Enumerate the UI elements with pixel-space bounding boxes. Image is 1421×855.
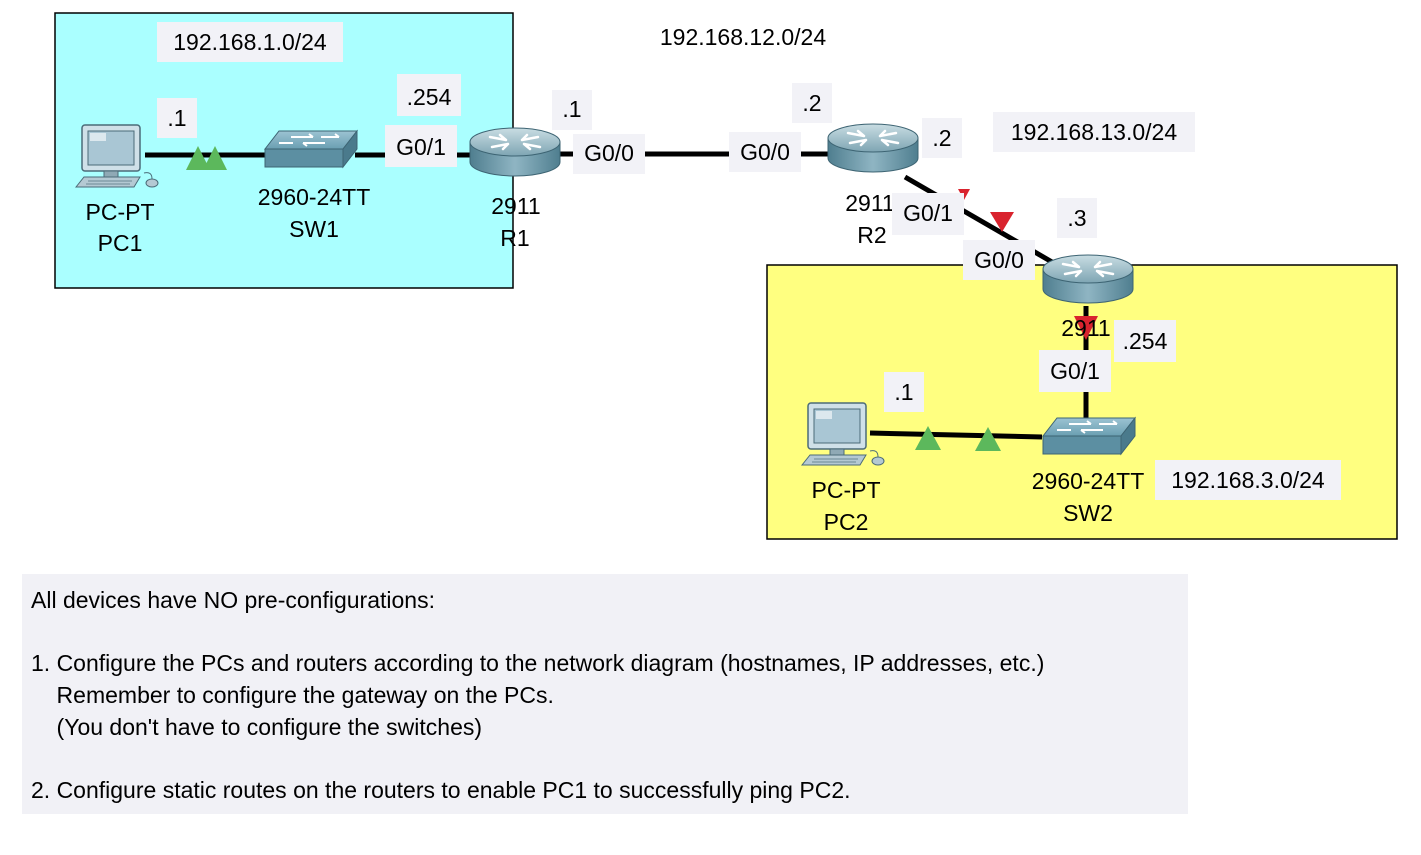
r2-icon[interactable] (826, 122, 920, 174)
sw2-model-label: 2960-24TT (1032, 468, 1145, 494)
r1-name-label: R1 (500, 225, 529, 251)
r1-r2-network-label: 192.168.12.0/24 (660, 24, 826, 50)
pc2-ip-label: .1 (894, 379, 913, 405)
network-diagram: 192.168.1.0/24 192.168.12.0/24 192.168.1… (54, 12, 1398, 540)
r1-g00-ip-label: .1 (562, 96, 581, 122)
instructions-step1-line1: 1. Configure the PCs and routers accordi… (31, 650, 1045, 676)
r3-g00-ip-label: .3 (1067, 205, 1086, 231)
link-pc2-sw2 (869, 430, 1043, 440)
r1-g01-label: G0/1 (396, 134, 446, 160)
link-down-indicator (1074, 316, 1098, 340)
sw2-name-label: SW2 (1063, 500, 1113, 526)
r3-g00-label: G0/0 (974, 247, 1024, 273)
instructions-box: All devices have NO pre-configurations: … (22, 574, 1188, 814)
pc1-model-label: PC-PT (86, 199, 155, 225)
instructions-step2: 2. Configure static routes on the router… (31, 777, 851, 803)
r3-g01-label: G0/1 (1050, 358, 1100, 384)
sw1-name-label: SW1 (289, 216, 339, 242)
sw1-model-label: 2960-24TT (258, 184, 371, 210)
r2-g00-ip-label: .2 (802, 90, 821, 116)
sw1-icon[interactable] (264, 130, 358, 168)
lan3-network-label: 192.168.3.0/24 (1171, 467, 1325, 493)
instructions-intro: All devices have NO pre-configurations: (31, 587, 435, 613)
link-up-indicator (915, 426, 941, 450)
pc1-ip-label: .1 (167, 105, 186, 131)
link-up-indicator (203, 146, 227, 170)
pc1-name-label: PC1 (98, 230, 143, 256)
r1-g00-label: G0/0 (584, 140, 634, 166)
r2-name-label: R2 (857, 222, 886, 248)
instructions-step1-line2: Remember to configure the gateway on the… (31, 682, 554, 708)
r2-g00-label: G0/0 (740, 139, 790, 165)
sw2-icon[interactable] (1042, 417, 1136, 455)
pc2-model-label: PC-PT (812, 477, 881, 503)
link-down-indicator (990, 212, 1014, 232)
r2-g01-label: G0/1 (903, 200, 953, 226)
r1-model-label: 2911 (491, 193, 540, 219)
r3-g01-ip-label: .254 (1123, 328, 1168, 354)
pc2-name-label: PC2 (824, 509, 869, 535)
r1-g01-ip-label: .254 (407, 84, 452, 110)
r3-model-label: 2911 (1061, 315, 1110, 341)
link-up-indicator (186, 146, 210, 170)
instructions-step1-line3: (You don't have to configure the switche… (31, 714, 483, 740)
link-up-indicator (975, 427, 1001, 451)
r1-icon[interactable] (468, 126, 562, 178)
r3-icon[interactable] (1041, 253, 1135, 305)
lan1-network-label: 192.168.1.0/24 (173, 29, 327, 55)
r2-g01-ip-label: .2 (932, 125, 951, 151)
r2-model-label: 2911 (845, 190, 894, 216)
r2-r3-network-label: 192.168.13.0/24 (1011, 119, 1177, 145)
